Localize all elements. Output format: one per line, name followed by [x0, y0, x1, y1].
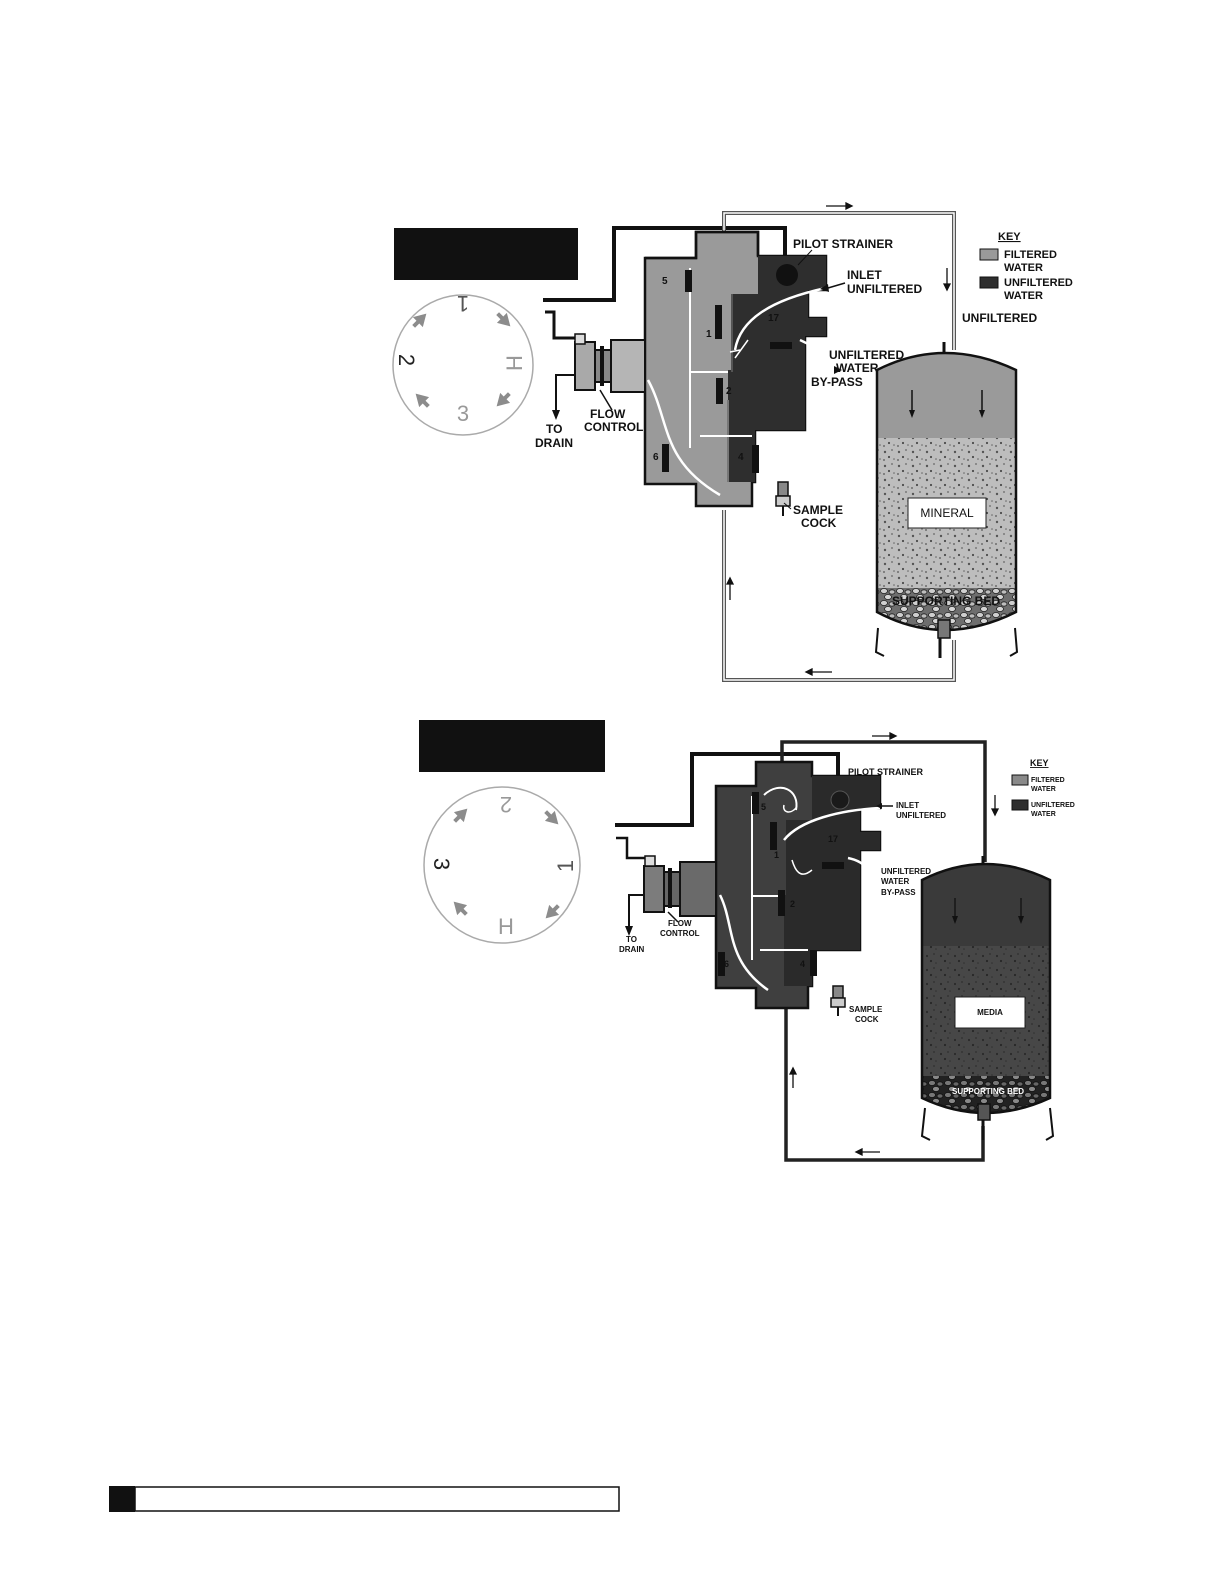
bypass-label-3: BY-PASS — [811, 375, 863, 389]
inlet-label: INLET — [847, 268, 882, 282]
bypass-label-1: UNFILTERED — [829, 348, 904, 362]
labels-1: PILOT STRAINER INLET UNFILTERED UNFILTER… — [535, 237, 1037, 608]
mineral-tank — [874, 342, 1019, 658]
bypass-label-2: WATER — [881, 877, 910, 886]
sample-cock-1-icon — [775, 481, 791, 516]
supporting-bed-label: SUPPORTING BED — [952, 1087, 1024, 1096]
bypass-label-3: BY-PASS — [881, 888, 916, 897]
key-unfiltered-swatch — [1011, 799, 1029, 811]
key-unfiltered-label-1: UNFILTERED — [1004, 277, 1073, 289]
title-block — [419, 720, 605, 772]
media-tank — [920, 856, 1055, 1141]
port-4: 4 — [738, 452, 744, 463]
control-pipe — [615, 752, 840, 827]
pilot-strainer-label: PILOT STRAINER — [848, 767, 924, 777]
dial-label-right: H — [502, 355, 527, 371]
labels-2: PILOT STRAINER INLET UNFILTERED UNFILTER… — [619, 767, 1024, 1096]
bypass-loop-pipe — [780, 740, 987, 862]
inlet-unfiltered-label: UNFILTERED — [847, 282, 922, 296]
port-6: 6 — [724, 959, 729, 969]
diagram-2: 2 1 H 3 — [419, 720, 1075, 1162]
drain-label-1: TO — [546, 422, 562, 436]
port-2: 2 — [790, 899, 795, 909]
flow-arrow-icon — [725, 201, 952, 677]
key-filtered-swatch — [1011, 774, 1029, 786]
key-unfiltered-label-2: WATER — [1004, 290, 1043, 302]
supporting-bed-label: SUPPORTING BED — [892, 594, 1000, 608]
page-footer — [109, 1486, 620, 1512]
drain-pipe — [545, 310, 575, 340]
port-2: 2 — [726, 386, 732, 397]
key-filtered-swatch — [979, 248, 999, 261]
key-1: KEY FILTERED WATER UNFILTERED WATER — [979, 231, 1073, 302]
port-6: 6 — [653, 452, 659, 463]
title-block — [394, 228, 578, 280]
flow-control-2 — [625, 855, 717, 936]
drain-label-2: DRAIN — [535, 436, 573, 450]
port-1: 1 — [706, 329, 712, 340]
key-unfiltered-swatch — [979, 276, 999, 289]
drain-label-2: DRAIN — [619, 945, 645, 954]
sample-cock-label-1: SAMPLE — [793, 503, 843, 517]
flow-control-label-1: FLOW — [590, 407, 626, 421]
sample-cock-2-icon — [830, 985, 846, 1016]
dial-arrow-icon — [453, 808, 560, 919]
key-filtered-label-1: FILTERED — [1031, 777, 1065, 784]
inlet-label: INLET — [896, 801, 919, 810]
sample-cock-label-2: COCK — [801, 516, 837, 530]
port-17: 17 — [828, 834, 838, 844]
mineral-label: MINERAL — [920, 506, 974, 520]
dial-label-left: 2 — [394, 354, 419, 366]
dial-2: 2 1 H 3 — [423, 786, 581, 944]
dial-arrow-icon — [412, 312, 511, 408]
port-5: 5 — [662, 276, 668, 287]
diagram-1: 1 H 3 2 — [392, 201, 1073, 682]
flow-control-label-1: FLOW — [668, 919, 692, 928]
port-4: 4 — [800, 959, 805, 969]
tank-inlet-label: UNFILTERED — [962, 311, 1037, 325]
inlet-unfiltered-label: UNFILTERED — [896, 811, 946, 820]
pilot-strainer-icon — [776, 264, 798, 286]
flow-control-label-2: CONTROL — [660, 929, 700, 938]
key-unfiltered-label-2: WATER — [1031, 811, 1056, 818]
dial-label-top: 1 — [457, 291, 469, 316]
media-label: MEDIA — [977, 1008, 1003, 1017]
key-title: KEY — [1030, 758, 1049, 768]
dial-label-top: 2 — [500, 792, 512, 817]
key-filtered-label-2: WATER — [1031, 786, 1056, 793]
key-filtered-label-2: WATER — [1004, 262, 1043, 274]
drain-label-1: TO — [626, 935, 637, 944]
dial-label-bottom: H — [498, 914, 514, 939]
port-1: 1 — [774, 850, 779, 860]
key-2: KEY FILTERED WATER UNFILTERED WATER — [1011, 758, 1075, 818]
flow-arrow-icon — [788, 731, 1000, 1157]
flow-control-1 — [552, 333, 646, 420]
valve-body-2 — [714, 760, 882, 1010]
flow-control-label-2: CONTROL — [584, 420, 643, 434]
key-filtered-label-1: FILTERED — [1004, 249, 1057, 261]
sample-cock-label-1: SAMPLE — [849, 1005, 883, 1014]
dial-label-right: 1 — [553, 860, 578, 872]
key-unfiltered-label-1: UNFILTERED — [1031, 802, 1075, 809]
dial-1: 1 H 3 2 — [392, 291, 534, 436]
dial-label-left: 3 — [429, 858, 454, 870]
bypass-label-2: WATER — [836, 361, 879, 375]
page-number-block — [109, 1486, 135, 1512]
port-5: 5 — [761, 802, 766, 812]
valve-body-1 — [643, 230, 839, 508]
control-pipe — [543, 226, 787, 302]
footer-rule-box — [134, 1486, 620, 1512]
pilot-strainer-icon — [830, 790, 850, 810]
return-loop-pipe — [784, 1008, 985, 1162]
pilot-strainer-label: PILOT STRAINER — [793, 237, 893, 251]
sample-cock-label-2: COCK — [855, 1015, 879, 1024]
bypass-label-1: UNFILTERED — [881, 867, 931, 876]
dial-label-bottom: 3 — [457, 401, 469, 426]
drain-pipe — [616, 836, 650, 860]
port-17: 17 — [768, 313, 780, 324]
key-title: KEY — [998, 231, 1021, 243]
